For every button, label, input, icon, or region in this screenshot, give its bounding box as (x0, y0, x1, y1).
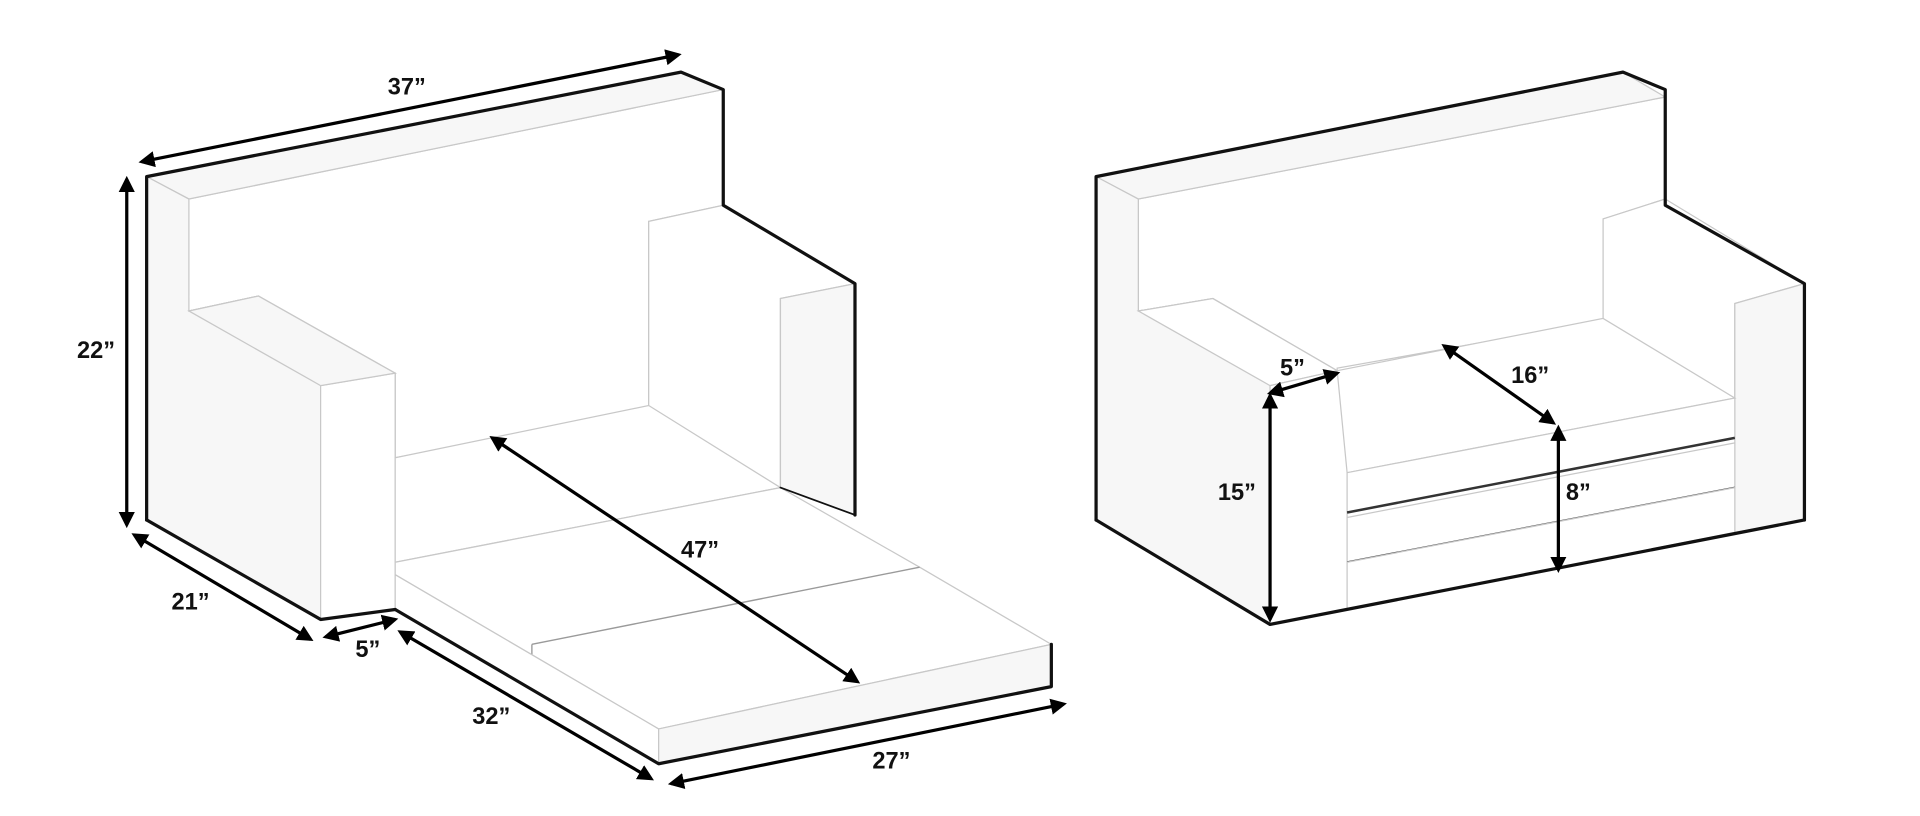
dim-overall-width: 37” (388, 75, 426, 101)
dim-mattress-width: 27” (872, 749, 910, 775)
dim-mattress-length: 32” (472, 704, 510, 730)
dim-seat-depth: 16” (1511, 363, 1549, 389)
dim-overall-depth: 21” (171, 590, 209, 616)
unfolded-sofa-bed: 37” 22” 21” 5” 32” 27” 47” (77, 49, 1067, 790)
dim-arm-width: 5” (355, 637, 380, 663)
folded-sofa: 5” 16” 15” 8” (1094, 70, 1807, 627)
dim-bed-length: 47” (681, 537, 719, 563)
dim-overall-height: 22” (77, 338, 115, 364)
dim-cushion-height: 8” (1566, 480, 1591, 506)
dim-arm-height: 15” (1218, 480, 1256, 506)
dim-folded-arm-width: 5” (1280, 356, 1305, 382)
